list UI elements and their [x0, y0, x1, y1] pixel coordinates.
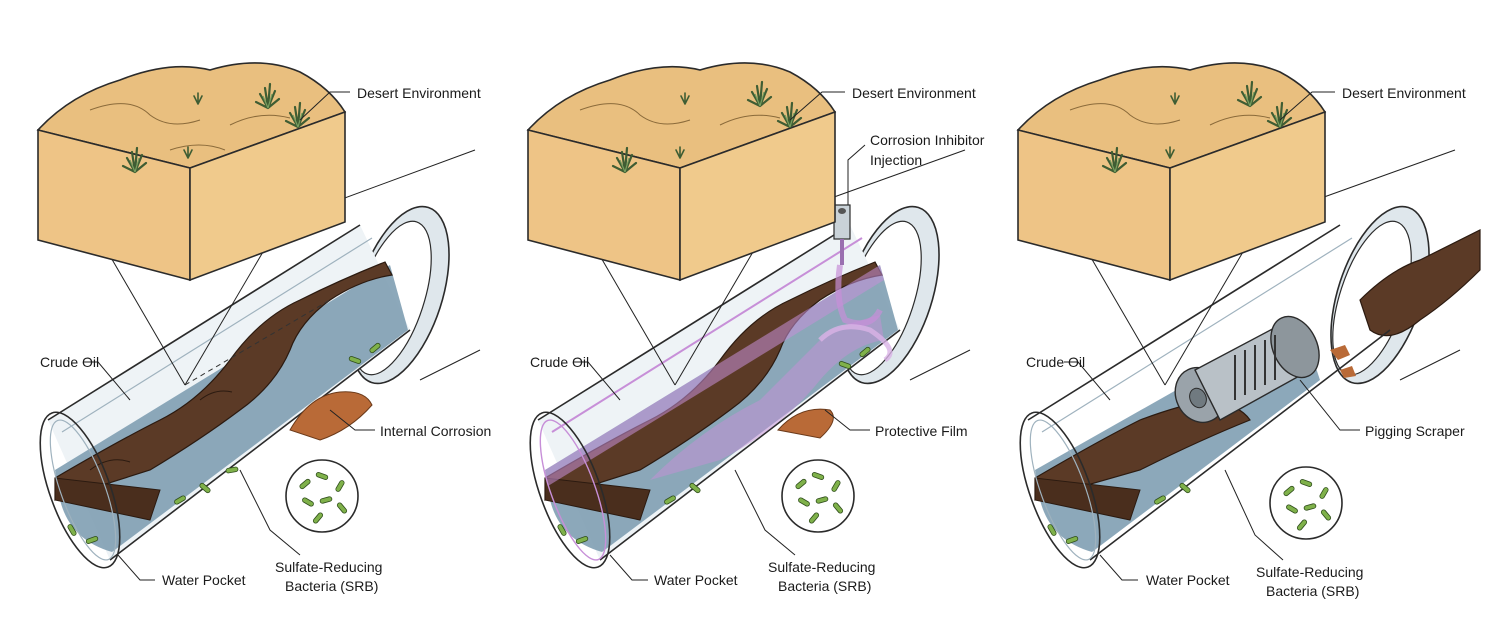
bacteria-magnifier-icon	[285, 459, 359, 533]
bacteria-magnifier-icon	[1269, 466, 1343, 540]
bacteria-magnifier-icon	[781, 459, 855, 533]
pigging-scraper-icon	[1174, 315, 1320, 424]
pipe-section-icon	[39, 149, 481, 569]
desert-block-icon	[526, 62, 837, 282]
srb-label-line2: Bacteria (SRB)	[778, 578, 871, 594]
desert-environment-label: Desert Environment	[357, 85, 481, 101]
panel-baseline: Desert Environment Crude Oil Internal Co…	[36, 62, 491, 594]
desert-environment-label: Desert Environment	[852, 85, 976, 101]
panel-pigging: Desert Environment Crude Oil Pigging Scr…	[1016, 62, 1481, 599]
water-pocket-label: Water Pocket	[162, 572, 246, 588]
water-pocket-label: Water Pocket	[1146, 572, 1230, 588]
crude-oil-label: Crude Oil	[40, 354, 99, 370]
internal-corrosion-label: Internal Corrosion	[380, 423, 491, 439]
injection-nozzle-icon	[818, 204, 893, 363]
corrosion-inhibitor-label-line2: Injection	[870, 152, 922, 168]
water-pocket-label: Water Pocket	[654, 572, 738, 588]
desert-block-icon	[36, 62, 347, 282]
srb-label-line2: Bacteria (SRB)	[1266, 583, 1359, 599]
crude-oil-label: Crude Oil	[530, 354, 589, 370]
srb-label-line1: Sulfate-Reducing	[1256, 564, 1363, 580]
pipe-section-icon	[529, 149, 971, 569]
desert-block-icon	[1016, 62, 1327, 282]
srb-label-line2: Bacteria (SRB)	[285, 578, 378, 594]
crude-oil-label: Crude Oil	[1026, 354, 1085, 370]
srb-label-line1: Sulfate-Reducing	[768, 559, 875, 575]
protective-film-label: Protective Film	[875, 423, 968, 439]
panel-inhibitor: Desert Environment Corrosion Inhibitor I…	[526, 62, 985, 594]
pigging-scraper-label: Pigging Scraper	[1365, 423, 1465, 439]
corrosion-inhibitor-label-line1: Corrosion Inhibitor	[870, 132, 985, 148]
srb-label-line1: Sulfate-Reducing	[275, 559, 382, 575]
desert-environment-label: Desert Environment	[1342, 85, 1466, 101]
